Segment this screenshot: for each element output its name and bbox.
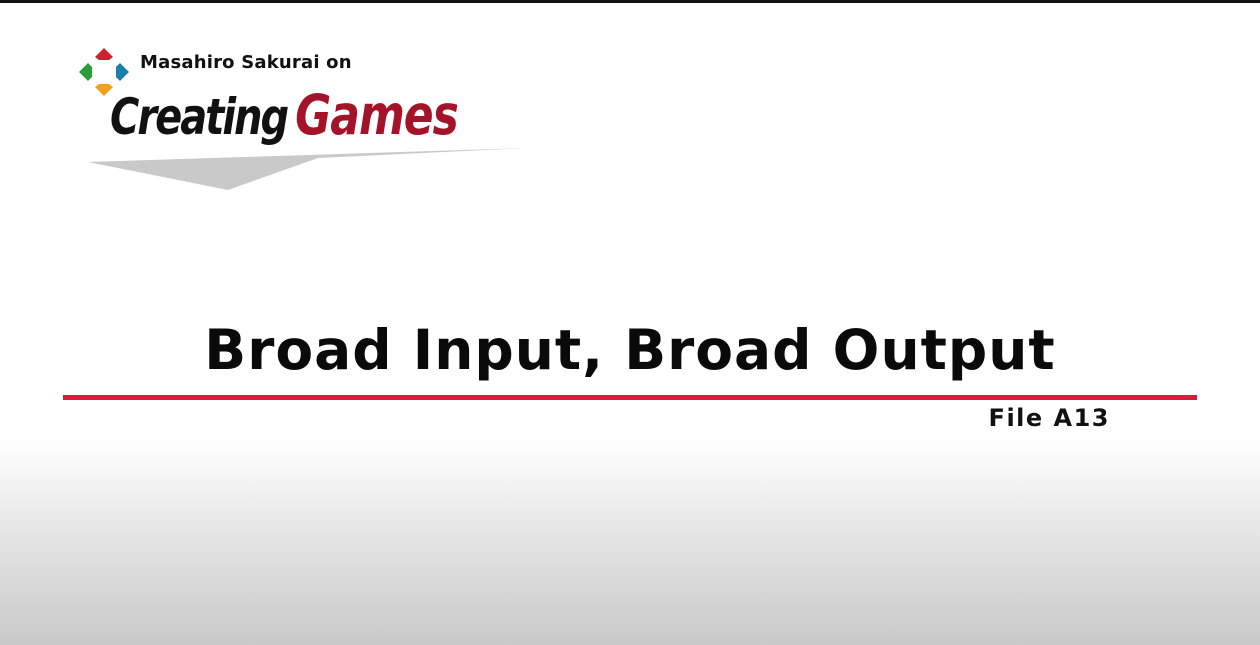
logo-title-word-creating: Creating [110, 89, 289, 147]
top-border [0, 0, 1260, 3]
emblem-icon [79, 48, 129, 96]
file-label: File A13 [988, 404, 1110, 432]
title-underline [63, 395, 1197, 400]
logo-title-word-games: Games [295, 84, 459, 148]
logo-subtitle: Masahiro Sakurai on [140, 52, 352, 73]
logo-swoosh-shadow [88, 148, 528, 190]
episode-title: Broad Input, Broad Output [204, 318, 1056, 382]
